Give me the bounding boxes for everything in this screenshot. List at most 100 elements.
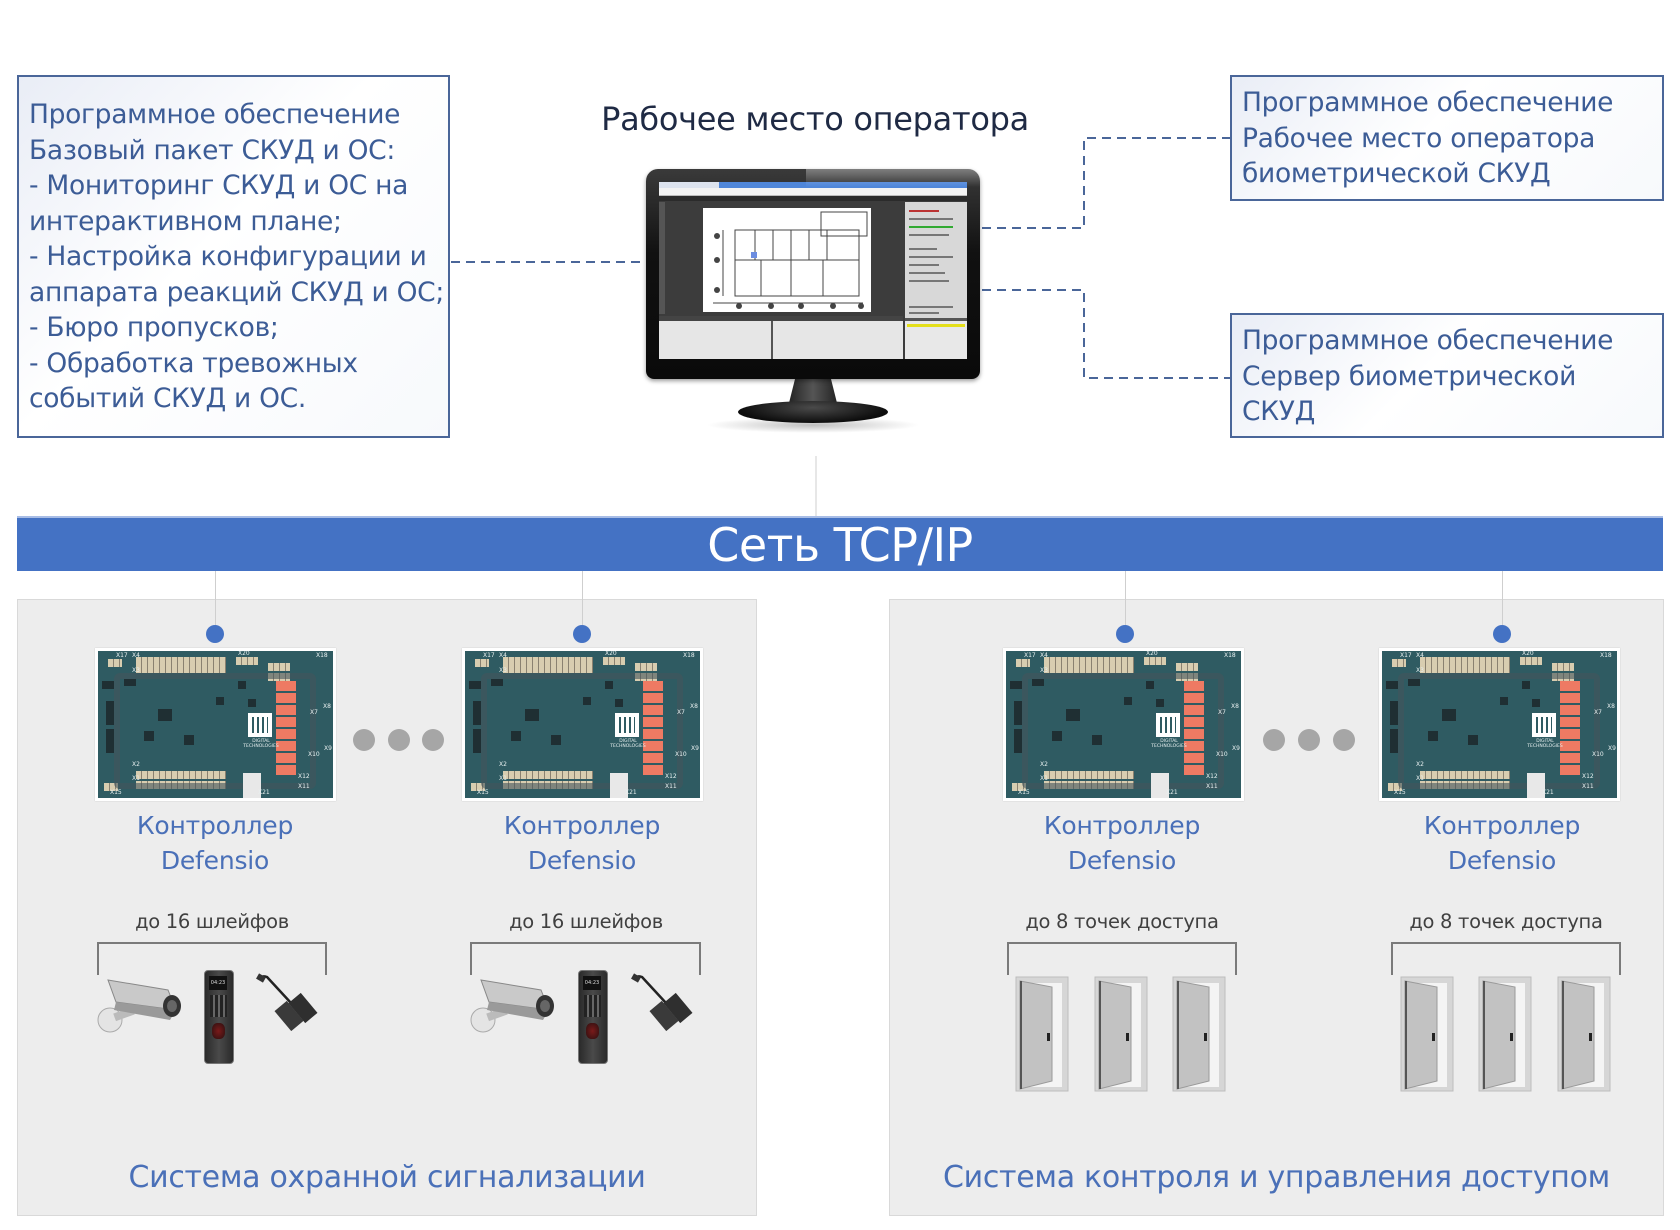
chip — [1408, 679, 1420, 686]
connector-label: X15 — [1394, 789, 1406, 796]
keypad-keys — [584, 995, 601, 1017]
chip — [1428, 731, 1438, 741]
chip — [1010, 681, 1022, 689]
network-node-dot — [573, 625, 591, 643]
pin-header — [603, 657, 625, 665]
ellipsis-dot — [353, 729, 375, 751]
range-label: до 8 точек доступа — [1409, 910, 1603, 933]
connector-label: X4 — [132, 652, 140, 659]
brand-text: DIGITAL TECHNOLOGIES — [243, 739, 279, 749]
screen-alert-row — [907, 324, 965, 327]
connector-label: X4 — [1416, 652, 1424, 659]
chip — [473, 701, 481, 725]
connector-label: X12 — [298, 773, 310, 780]
controller-label-line2: Defensio — [527, 846, 637, 875]
box-line: - Обработка тревожных — [29, 347, 358, 379]
keypad-icon: 04:23 — [578, 970, 608, 1064]
connector-label: X9 — [1608, 745, 1616, 752]
chip — [1014, 701, 1022, 725]
screen-addressbar — [659, 188, 967, 196]
connector-label: X18 — [1224, 652, 1236, 659]
pin-header — [635, 663, 657, 671]
connector-label: X3 — [1040, 667, 1048, 674]
pin-header — [236, 657, 258, 665]
brand-logo-icon — [615, 713, 639, 737]
connector-label: X4 — [499, 652, 507, 659]
box-line: Сервер биометрической — [1242, 360, 1577, 392]
chip — [525, 709, 539, 721]
camera-icon — [97, 979, 181, 1033]
connector-label: X20 — [1146, 650, 1158, 657]
monitor-screen — [659, 182, 967, 359]
connector-label: X12 — [1582, 773, 1594, 780]
connector-label: X15 — [1018, 789, 1030, 796]
controller-label-line2: Defensio — [1447, 846, 1557, 875]
connector-label: X18 — [1600, 652, 1612, 659]
software-box-base-package: Программное обеспечение Базовый пакет СК… — [17, 75, 450, 438]
chip — [106, 701, 114, 725]
panel-title-access: Система контроля и управления доступом — [943, 1160, 1610, 1195]
connector-label: X17 — [483, 652, 495, 659]
keypad-icon: 04:23 — [204, 970, 234, 1064]
box-line: Базовый пакет СКУД и ОС: — [29, 134, 395, 166]
range-label: до 16 шлейфов — [135, 910, 289, 933]
network-bar: Сеть TCP/IP — [17, 516, 1663, 572]
box-line: интерактивном плане; — [29, 205, 342, 237]
connector-label: X1 — [499, 775, 507, 782]
connector-label: X10 — [675, 751, 687, 758]
chip — [1014, 729, 1022, 753]
ellipsis-dot — [1333, 729, 1355, 751]
chip — [469, 681, 481, 689]
workstation-title: Рабочее место оператора — [601, 100, 1029, 138]
software-box-biometric-workstation: Программное обеспечение Рабочее место оп… — [1230, 75, 1664, 201]
relay — [643, 753, 663, 763]
box-line: Программное обеспечение — [1242, 87, 1614, 118]
door-icon — [1172, 976, 1226, 1092]
board-trace — [114, 673, 316, 789]
chip — [102, 681, 114, 689]
relay — [276, 693, 296, 703]
brand-logo-icon — [248, 713, 272, 737]
network-node-dot — [1493, 625, 1511, 643]
connector-label: X11 — [665, 783, 677, 790]
pin-header — [1392, 659, 1406, 667]
relay — [276, 681, 296, 691]
brand-text: DIGITAL TECHNOLOGIES — [1527, 739, 1563, 749]
ethernet-port — [610, 773, 628, 798]
relay — [1560, 681, 1580, 691]
connector-label: X7 — [310, 709, 318, 716]
connector-label: X1 — [1040, 775, 1048, 782]
relay — [1184, 729, 1204, 739]
chip — [216, 697, 224, 705]
connector-label: X10 — [308, 751, 320, 758]
connector-label: X12 — [665, 773, 677, 780]
pin-header — [1420, 771, 1510, 779]
box-line: Рабочее место оператора — [1242, 122, 1596, 154]
door-icon — [1478, 976, 1532, 1092]
chip — [551, 735, 561, 745]
pin-header — [475, 659, 489, 667]
controller-label: Контроллер Defensio — [472, 808, 692, 878]
ethernet-port — [1151, 773, 1169, 798]
relay — [1560, 765, 1580, 775]
pin-header — [471, 783, 485, 791]
chip — [106, 729, 114, 753]
connector-label: X18 — [316, 652, 328, 659]
relay — [643, 681, 663, 691]
ellipsis-dot — [388, 729, 410, 751]
relay — [1184, 753, 1204, 763]
pin-header — [503, 665, 593, 673]
relay — [1560, 741, 1580, 751]
connector-label: X2 — [132, 761, 140, 768]
pin-header — [108, 659, 122, 667]
connector-label: X10 — [1592, 751, 1604, 758]
group-bracket — [97, 942, 327, 975]
relay — [1184, 765, 1204, 775]
pin-header — [1044, 771, 1134, 779]
range-label: до 16 шлейфов — [509, 910, 663, 933]
pin-header — [1420, 657, 1510, 665]
brand-text: DIGITAL TECHNOLOGIES — [610, 739, 646, 749]
